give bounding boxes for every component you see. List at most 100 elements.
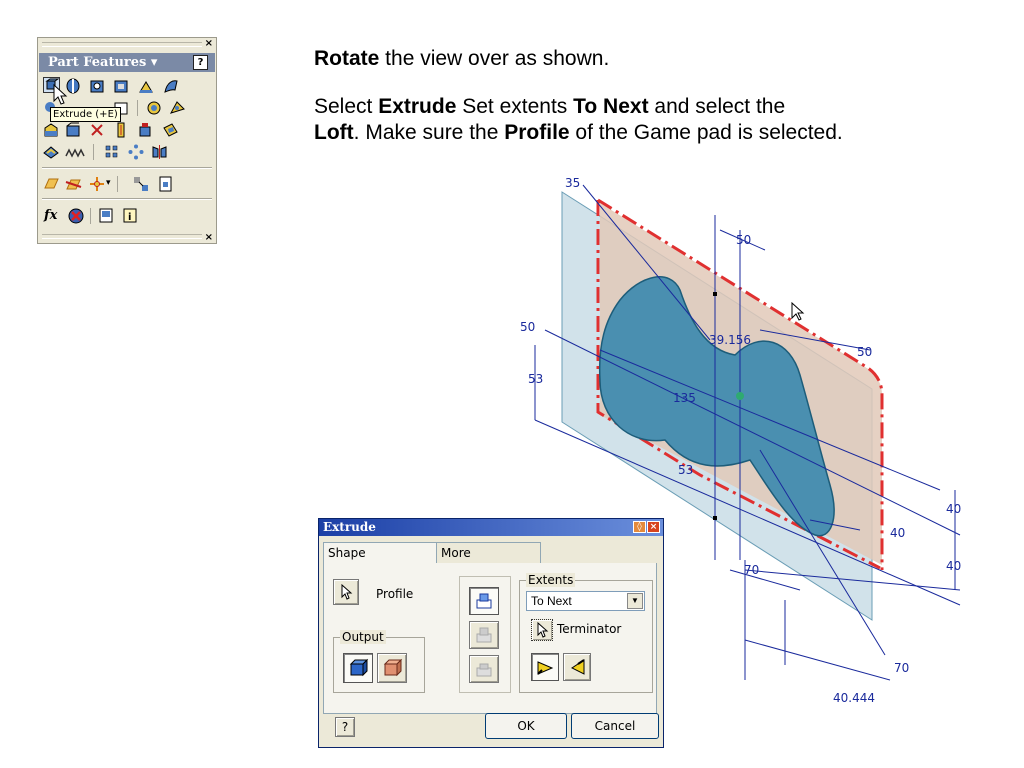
join-button[interactable]: [469, 587, 499, 615]
palette-top-grip[interactable]: [42, 42, 202, 47]
palette-divider: [42, 167, 212, 169]
palette-title[interactable]: Part Features ▾: [48, 55, 158, 70]
hole-icon[interactable]: [89, 78, 106, 94]
thread-icon[interactable]: [169, 99, 186, 115]
rotate-text: the view over as shown.: [379, 47, 610, 70]
rotate-keyword: Rotate: [314, 47, 380, 70]
dialog-close-button[interactable]: ×: [647, 521, 660, 533]
arrow-cursor-icon: [341, 583, 353, 600]
terminator-select-button[interactable]: [531, 619, 553, 641]
arrow-cursor-icon: [537, 621, 549, 638]
dialog-pin-button[interactable]: ◊: [633, 521, 646, 533]
revolve-icon[interactable]: [65, 78, 82, 94]
split-icon[interactable]: [89, 122, 106, 138]
chevron-down-icon[interactable]: ▼: [627, 593, 643, 609]
direction-arrow-icon: [537, 661, 554, 675]
circular-pattern-icon[interactable]: [128, 144, 145, 160]
ok-button[interactable]: OK: [485, 713, 567, 739]
work-plane-icon[interactable]: [43, 176, 60, 192]
mouse-pointer-icon: [53, 84, 68, 105]
move-face-icon[interactable]: [137, 122, 154, 138]
center-point[interactable]: [736, 392, 744, 400]
cad-viewport[interactable]: 35 50 39.156 50 53 135 50 53 40 40 40 70…: [500, 170, 980, 710]
work-axis-icon[interactable]: [65, 176, 82, 192]
gamepad-profile[interactable]: [598, 276, 835, 537]
dialog-titlebar[interactable]: Extrude ◊ ×: [319, 519, 663, 536]
bend-part-icon[interactable]: [65, 144, 85, 160]
palette-bottom-grip[interactable]: [42, 234, 202, 239]
dialog-help-button[interactable]: ?: [335, 717, 355, 737]
palette-help-button[interactable]: ?: [193, 55, 208, 70]
insert-ifeature-icon[interactable]: [68, 208, 85, 224]
direction-2-button[interactable]: [563, 653, 591, 681]
work-point-dropdown-arrow[interactable]: ▾: [106, 177, 111, 187]
cancel-button[interactable]: Cancel: [571, 713, 659, 739]
terminator-label: Terminator: [557, 622, 622, 636]
derived-component-icon[interactable]: [158, 176, 175, 192]
sketch-point[interactable]: [713, 292, 717, 296]
text-segment: . Make sure the: [353, 121, 505, 144]
dialog-title: Extrude: [323, 520, 376, 534]
decal-icon[interactable]: [43, 144, 60, 160]
toolbar-separator: [90, 208, 91, 224]
dimension-label[interactable]: 135: [673, 391, 696, 405]
work-point-icon[interactable]: [89, 176, 106, 192]
dimension-label[interactable]: 50: [520, 320, 535, 334]
dimension-label[interactable]: 70: [744, 563, 759, 577]
text-segment: Set extents: [456, 95, 574, 118]
emboss-icon[interactable]: [162, 122, 179, 138]
text-segment: Select: [314, 95, 379, 118]
fillet-icon[interactable]: [43, 122, 60, 138]
extents-group: Extents: [519, 573, 653, 693]
palette-bottom-close-button[interactable]: ×: [204, 232, 213, 243]
extrude-icon[interactable]: [43, 77, 60, 93]
join-icon: [476, 593, 492, 609]
face-draft-icon[interactable]: [113, 122, 130, 138]
profile-select-button[interactable]: [333, 579, 359, 605]
dimension-label[interactable]: 40: [946, 502, 961, 516]
operation-group: [459, 576, 511, 693]
extrude-keyword: Extrude: [378, 95, 457, 118]
rectangular-pattern-icon[interactable]: [104, 144, 121, 160]
loft-edge[interactable]: [596, 198, 884, 570]
surface-output-button[interactable]: [377, 653, 407, 683]
profile-keyword: Profile: [504, 121, 570, 144]
solid-output-button[interactable]: [343, 653, 373, 683]
surface-icon: [383, 658, 403, 677]
insert-object-icon[interactable]: [98, 208, 115, 224]
promote-icon[interactable]: [133, 176, 150, 192]
svg-text:i: i: [128, 212, 131, 223]
tab-shape[interactable]: Shape: [323, 542, 437, 564]
cut-icon: [476, 627, 492, 643]
dimension-label[interactable]: 53: [678, 463, 693, 477]
profile-label: Profile: [376, 587, 414, 601]
part-info-icon[interactable]: i: [122, 208, 139, 224]
sketch-point[interactable]: [713, 516, 717, 520]
parameters-fx-icon[interactable]: fx: [44, 208, 58, 223]
shell-icon[interactable]: [113, 78, 130, 94]
extents-dropdown[interactable]: To Next ▼: [526, 591, 645, 611]
dimension-label[interactable]: 53: [528, 372, 543, 386]
mirror-icon[interactable]: [151, 144, 168, 160]
loft-icon[interactable]: [162, 78, 179, 94]
dimension-label[interactable]: 40.444: [833, 691, 875, 705]
intersect-button[interactable]: [469, 655, 499, 683]
chamfer-icon[interactable]: [65, 122, 82, 138]
dimension-label[interactable]: 50: [857, 345, 872, 359]
cut-button[interactable]: [469, 621, 499, 649]
palette-header[interactable]: Part Features ▾ ?: [39, 53, 215, 72]
tab-more[interactable]: More: [437, 542, 541, 564]
dimension-label[interactable]: 40: [890, 526, 905, 540]
palette-close-button[interactable]: ×: [204, 38, 213, 49]
dimension-label[interactable]: 39.156: [709, 333, 751, 347]
coil-icon[interactable]: [146, 99, 163, 115]
direction-1-button[interactable]: [531, 653, 559, 681]
intersect-icon: [476, 663, 492, 677]
extents-legend: Extents: [526, 573, 576, 587]
rib-icon[interactable]: [138, 78, 155, 94]
dimension-label[interactable]: 50: [736, 233, 751, 247]
to-next-keyword: To Next: [573, 95, 649, 118]
dimension-label[interactable]: 35: [565, 176, 580, 190]
dimension-label[interactable]: 40: [946, 559, 961, 573]
dimension-label[interactable]: 70: [894, 661, 909, 675]
